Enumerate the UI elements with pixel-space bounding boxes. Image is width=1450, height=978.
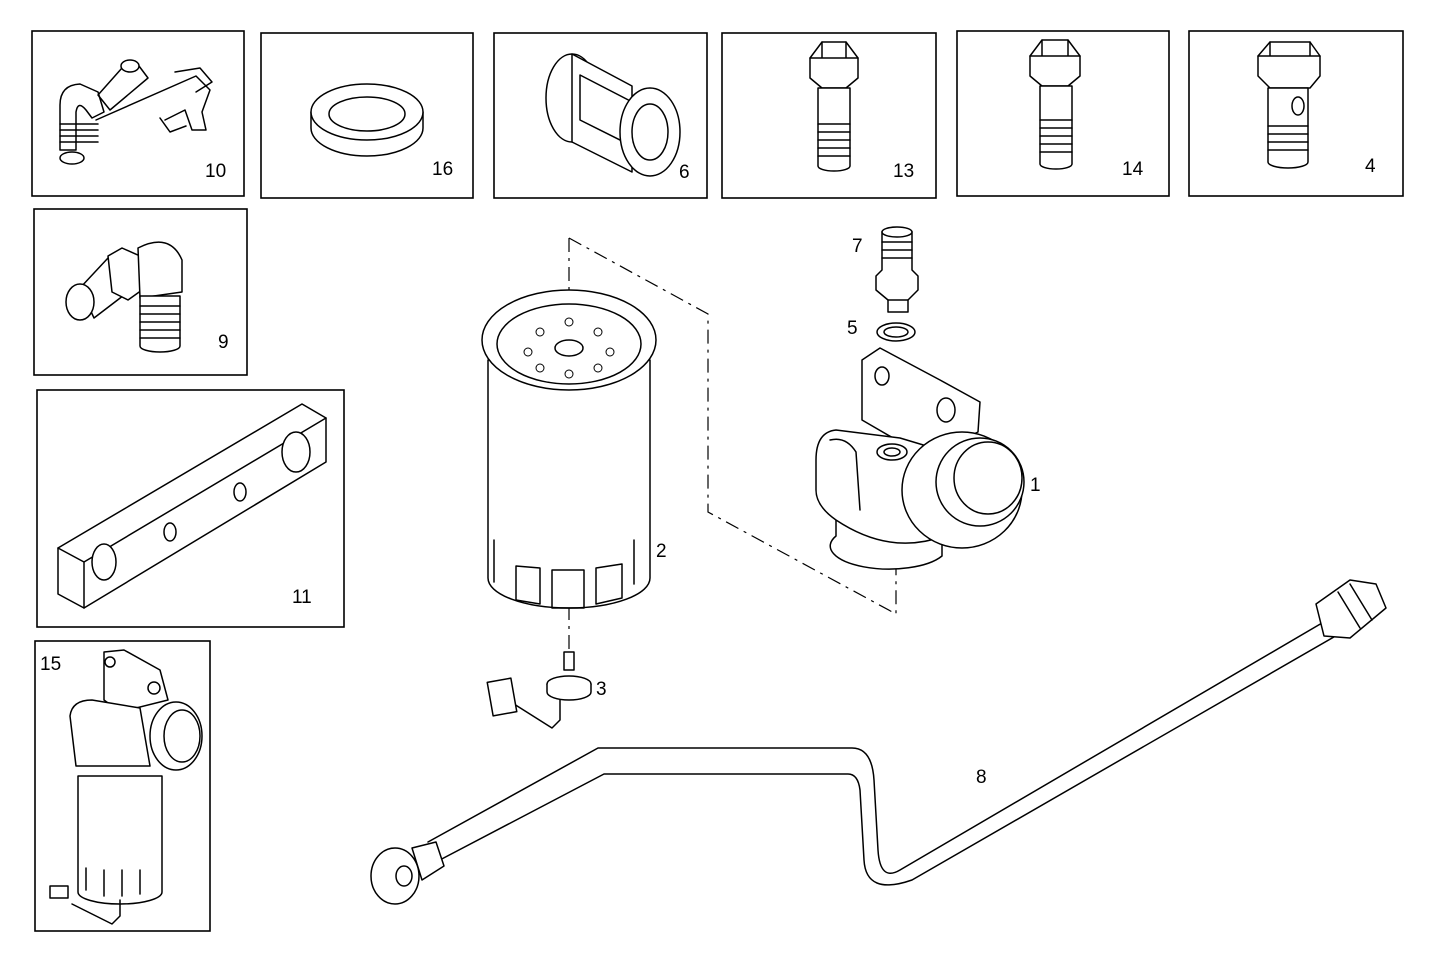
part-10-label: 10 [205, 161, 226, 182]
part-2-filter-cartridge[interactable]: 2 [481, 237, 897, 652]
part-6-box[interactable]: 6 [493, 32, 708, 199]
part-13-label: 13 [893, 161, 914, 182]
part-2-filter-drawing [481, 289, 657, 609]
part-11-bracket-drawing [57, 403, 327, 609]
part-16-box[interactable]: 16 [260, 32, 474, 199]
part-14-label: 14 [1122, 159, 1144, 180]
part-4-label: 4 [1365, 156, 1376, 177]
part-9-box[interactable]: 9 [33, 208, 248, 376]
part-13-box[interactable]: 13 [721, 32, 937, 199]
part-9-label: 9 [218, 332, 229, 353]
part-6-bush-drawing [545, 53, 681, 177]
part-5-label: 5 [847, 318, 858, 339]
assembly-dash-line [568, 237, 897, 616]
part-5-ring-drawing [876, 322, 916, 342]
part-4-box[interactable]: 4 [1188, 30, 1404, 197]
part-16-washer-drawing [310, 83, 424, 157]
part-1-head-drawing [815, 347, 1025, 570]
part-10-box[interactable]: 10 [31, 30, 245, 197]
part-2-label: 2 [656, 541, 667, 562]
part-15-box[interactable]: 15 [34, 640, 211, 932]
part-8-fuel-pipe[interactable]: 8 [370, 579, 1387, 905]
part-7-adapter-drawing [875, 226, 919, 313]
part-8-label: 8 [976, 767, 987, 788]
part-15-label: 15 [40, 654, 61, 675]
part-4-banjo-bolt-drawing [1257, 41, 1321, 169]
part-7-adapter[interactable]: 7 [852, 226, 919, 313]
part-5-seal-ring[interactable]: 5 [847, 318, 916, 342]
part-11-box[interactable]: 11 [36, 389, 345, 628]
part-13-bolt-drawing [809, 41, 859, 172]
part-10-hose-elbow-drawing [59, 59, 213, 165]
part-1-filter-head[interactable]: 1 [815, 347, 1041, 570]
part-15-filter-assembly-drawing [49, 649, 203, 925]
part-16-label: 16 [432, 159, 453, 180]
part-3-label: 3 [596, 679, 607, 700]
part-6-label: 6 [679, 162, 690, 183]
part-9-elbow-fitting-drawing [65, 241, 183, 353]
part-7-label: 7 [852, 236, 863, 257]
part-14-box[interactable]: 14 [956, 30, 1170, 197]
part-14-bolt-drawing [1029, 39, 1081, 170]
part-11-label: 11 [292, 587, 312, 608]
part-8-pipe-drawing [370, 579, 1387, 905]
part-3-water-sensor[interactable]: 3 [486, 651, 607, 729]
part-3-sensor-drawing [486, 651, 592, 729]
part-1-label: 1 [1030, 475, 1041, 496]
